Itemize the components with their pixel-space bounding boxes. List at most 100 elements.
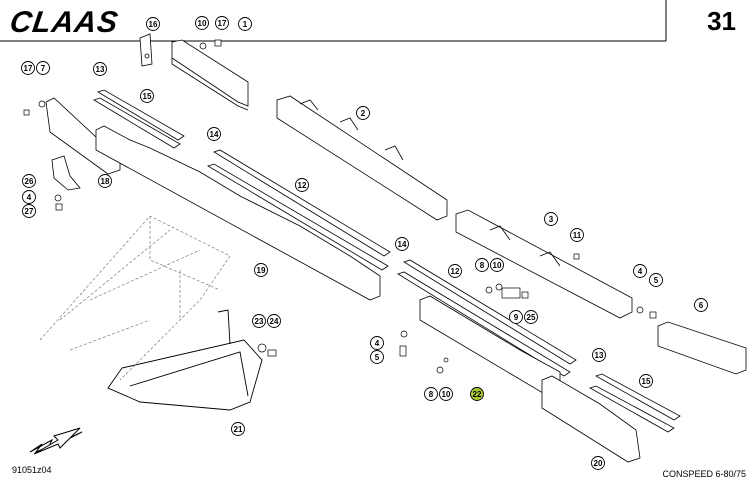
callout-text: 5 (654, 276, 659, 285)
callout-text: 4 (638, 267, 643, 276)
callout-text: 3 (549, 215, 554, 224)
callout-circle (195, 16, 209, 30)
callout-15: 15 (140, 89, 154, 103)
callout-circle (207, 127, 221, 141)
callout-text: 19 (257, 266, 266, 275)
callout-text: 14 (210, 130, 219, 139)
callout-text: 22 (473, 390, 482, 399)
callout-8: 8 (475, 258, 489, 272)
callout-18: 18 (98, 174, 112, 188)
part-14-12-strips-upper (207, 149, 391, 271)
callout-circle (395, 237, 409, 251)
part-13-15-strips-top (93, 89, 185, 149)
part-21-hood (107, 309, 263, 411)
callout-26: 26 (22, 174, 36, 188)
callout-circle (694, 298, 708, 312)
callout-text: 13 (595, 351, 604, 360)
callout-circle (591, 456, 605, 470)
callout-text: 15 (642, 377, 651, 386)
callout-14: 14 (395, 237, 409, 251)
callout-10: 10 (439, 387, 453, 401)
callout-circle (639, 374, 653, 388)
callout-circle (252, 314, 266, 328)
callout-12: 12 (448, 264, 462, 278)
callout-circle (439, 387, 453, 401)
callout-14: 14 (207, 127, 221, 141)
callout-text: 17 (24, 64, 33, 73)
callout-circle (295, 178, 309, 192)
callout-8: 8 (424, 387, 438, 401)
callout-circle (22, 204, 36, 218)
callout-text: 9 (514, 313, 519, 322)
callout-15: 15 (639, 374, 653, 388)
callout-circle (98, 174, 112, 188)
callout-circle (633, 264, 647, 278)
callout-16: 16 (146, 17, 160, 31)
callout-text: 7 (41, 64, 46, 73)
callout-13: 13 (592, 348, 606, 362)
part-2-long-plate (276, 95, 448, 221)
callout-text: 6 (699, 301, 704, 310)
callout-text: 17 (218, 19, 227, 28)
part-3-middle-plate (455, 209, 633, 319)
callout-text: 4 (375, 339, 380, 348)
brand-logo: CLAAS (7, 6, 121, 39)
callout-text: 11 (573, 231, 582, 240)
callout-text: 15 (143, 92, 152, 101)
callout-9: 9 (509, 310, 523, 324)
callout-circle (448, 264, 462, 278)
callout-circle (22, 190, 36, 204)
callout-27: 27 (22, 204, 36, 218)
callout-circle (140, 89, 154, 103)
callout-text: 16 (149, 20, 158, 29)
callout-3: 3 (544, 212, 558, 226)
callout-1: 1 (238, 17, 252, 31)
callout-text: 13 (96, 65, 105, 74)
callout-text: 23 (255, 317, 264, 326)
callout-text: 21 (234, 425, 243, 434)
callout-circle (146, 17, 160, 31)
callout-circle (215, 16, 229, 30)
callout-25: 25 (524, 310, 538, 324)
page-number: 31 (707, 6, 736, 36)
callout-text: 4 (27, 193, 32, 202)
catalog-reference: CONSPEED 6-80/75 (662, 469, 746, 479)
callout-text: 2 (361, 109, 366, 118)
callout-circle (370, 350, 384, 364)
callout-text: 8 (480, 261, 485, 270)
callout-circle (470, 387, 484, 401)
callout-4: 4 (633, 264, 647, 278)
callout-4: 4 (370, 336, 384, 350)
part-16-bracket (139, 33, 153, 67)
callout-20: 20 (591, 456, 605, 470)
callout-circle (36, 61, 50, 75)
callout-17: 17 (21, 61, 35, 75)
callout-text: 10 (493, 261, 502, 270)
callout-circle (254, 263, 268, 277)
callout-text: 12 (451, 267, 460, 276)
callout-circle (490, 258, 504, 272)
callout-circle (238, 17, 252, 31)
callout-23: 23 (252, 314, 266, 328)
callout-circle (370, 336, 384, 350)
callout-12: 12 (295, 178, 309, 192)
callout-7: 7 (36, 61, 50, 75)
part-6-right-plate (657, 321, 747, 375)
hardware-fasteners (23, 100, 657, 374)
callout-text: 5 (375, 353, 380, 362)
callout-text: 1 (243, 20, 248, 29)
callout-circle (267, 314, 281, 328)
callout-circle (475, 258, 489, 272)
callout-11: 11 (570, 228, 584, 242)
callout-5: 5 (649, 273, 663, 287)
callout-text: 8 (429, 390, 434, 399)
callout-text: 26 (25, 177, 34, 186)
part-10-17-hardware-top (199, 39, 222, 50)
part-13-15-strips-bottom (589, 373, 681, 433)
callout-text: 10 (442, 390, 451, 399)
callout-circle (356, 106, 370, 120)
callout-10: 10 (490, 258, 504, 272)
callout-circle (509, 310, 523, 324)
